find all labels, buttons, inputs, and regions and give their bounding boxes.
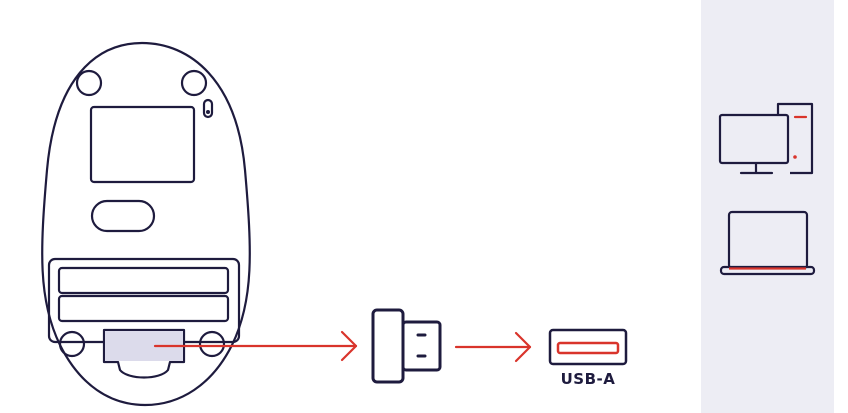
arrow-icon xyxy=(454,331,532,363)
usb-receiver-icon xyxy=(371,308,442,384)
usb-a-label: USB-A xyxy=(560,370,616,388)
compatible-devices-panel xyxy=(701,0,834,413)
usb-a-port-icon xyxy=(548,328,628,366)
arrow-icon xyxy=(153,330,358,362)
desktop-computer-icon xyxy=(718,102,814,175)
laptop-icon xyxy=(719,210,816,276)
